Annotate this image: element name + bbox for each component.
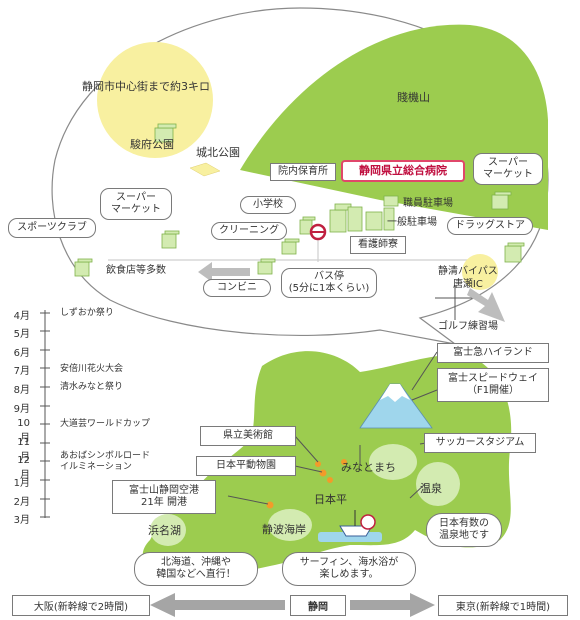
event-shizuoka-festival: しずおか祭り [60, 308, 114, 318]
onsen-area [416, 462, 460, 506]
event-daidogei-worldcup: 大道芸ワールドカップ [60, 419, 151, 429]
shizunami-label: 静波海岸 [262, 523, 306, 536]
month-jan: 1月 [13, 478, 30, 489]
event-shimizu-festival: 清水みなと祭り [60, 382, 124, 392]
onsen-label: 温泉 [420, 482, 442, 495]
cleaning-box: クリーニング [211, 222, 287, 240]
month-may: 5月 [13, 329, 30, 340]
tokyo-arrow [350, 593, 435, 617]
onsen-desc-box: 日本有数の 温泉地です [426, 513, 502, 547]
osaka-box: 大阪(新幹線で2時間) [12, 595, 150, 616]
month-jul: 7月 [13, 366, 30, 377]
restaurants-label: 飲食店等多数 [106, 265, 166, 276]
city-center-circle [97, 42, 213, 158]
general-parking-label: 一般駐車場 [387, 217, 437, 228]
nursery-box: 院内保育所 [270, 163, 336, 181]
airport-desc-box: 北海道、沖縄や 韓国などへ直行！ [134, 552, 258, 586]
nihondaira-label: 日本平 [314, 493, 347, 506]
bus-stop-box: バス停 (5分に1本くらい) [281, 268, 377, 298]
prefecture-shape [142, 351, 512, 577]
minatomachi-label: みなとまち [341, 461, 396, 474]
surf-desc-box: サーフィン、海水浴が 楽しめます。 [282, 552, 416, 586]
tokyo-box: 東京(新幹線で1時間) [438, 595, 568, 616]
airport-box: 富士山静岡空港 21年 開港 [112, 480, 216, 514]
supermarket-right-box: スーパー マーケット [473, 153, 543, 185]
month-feb: 2月 [13, 497, 30, 508]
drugstore-box: ドラッグストア [447, 217, 533, 235]
sports-club-box: スポーツクラブ [8, 218, 96, 238]
shizuoka-center-box: 静岡 [290, 595, 346, 616]
month-nov: 11月 [17, 437, 30, 463]
event-abekawa-fireworks: 安倍川花火大会 [60, 364, 124, 374]
month-aug: 8月 [13, 385, 30, 396]
hospital-box: 静岡県立総合病院 [341, 160, 465, 182]
golf-label: ゴルフ練習場 [438, 321, 498, 332]
fuji-q-box: 富士急ハイランド [437, 343, 549, 363]
hamanako-lake [150, 514, 186, 546]
city-center-label: 静岡市中心街まで約3キロ [82, 80, 210, 93]
nurse-dorm-box: 看護師寮 [350, 236, 406, 254]
zoo-box: 日本平動物園 [196, 456, 296, 476]
osaka-arrow [150, 593, 285, 617]
art-museum-box: 県立美術館 [200, 426, 296, 446]
left-arrow [198, 262, 250, 282]
staff-parking-label: 職員駐車場 [403, 198, 453, 209]
month-jun: 6月 [13, 348, 30, 359]
month-sep: 9月 [13, 404, 30, 415]
soccer-stadium-box: サッカースタジアム [424, 433, 536, 453]
convenience-store-box: コンビニ [203, 279, 271, 297]
event-aoba-illumination: あおばシンボルロード イルミネーション [60, 451, 151, 472]
month-oct: 10月 [17, 418, 30, 444]
elementary-school-box: 小学校 [240, 196, 296, 214]
hamanako-label: 浜名湖 [148, 524, 181, 537]
sunpu-park-label: 駿府公園 [130, 138, 174, 151]
ic-circle [462, 254, 498, 290]
month-apr: 4月 [13, 311, 30, 322]
bypass-ic-label: 静清バイパス 唐瀬IC [438, 266, 498, 290]
month-mar: 3月 [13, 515, 30, 526]
month-dec: 12月 [17, 455, 30, 481]
supermarket-left-box: スーパー マーケット [100, 188, 172, 220]
mountain-label: 賤機山 [397, 91, 430, 104]
fuji-speedway-box: 富士スピードウェイ （F1開催） [437, 368, 549, 402]
johoku-park-label: 城北公園 [196, 146, 240, 159]
ic-arrow [467, 288, 505, 322]
